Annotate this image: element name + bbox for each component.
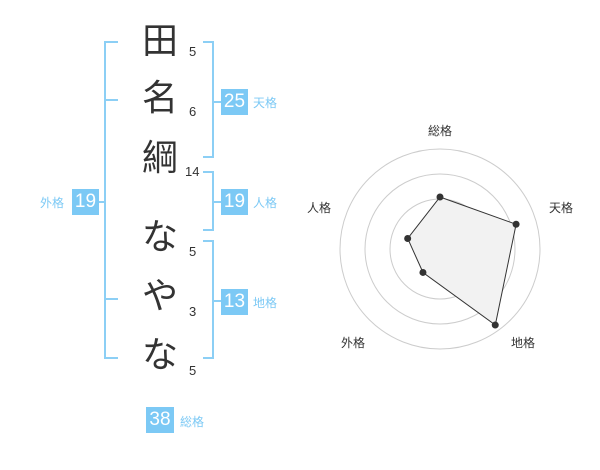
radar-ring-3 [364,173,516,325]
stroke-count-4: 5 [189,244,197,259]
chikaku-label: 地格 [253,296,278,310]
chikaku-score-box: 13 [221,289,248,315]
gaikaku-bracket-vertical [104,41,106,359]
gaikaku-bracket-tick-lower [104,298,118,300]
stroke-count-2: 6 [189,104,197,119]
radar-point-1 [512,220,520,228]
radar-axis-label-4: 人格 [307,201,332,215]
tenkaku-bracket-vertical [212,41,214,158]
stroke-count-5: 3 [189,304,197,319]
radar-ring-4 [339,148,541,350]
radar-point-2 [491,321,499,329]
stroke-count-3: 14 [185,164,200,179]
tenkaku-bracket-top [203,41,214,43]
radar-point-4 [404,234,412,242]
name-char-3: 綱 [141,138,178,179]
radar-axis-label-1: 天格 [549,201,574,215]
chikaku-bracket-bottom [203,357,214,359]
jinkaku-score-box: 19 [221,189,248,215]
soukaku-score-box: 38 [146,407,174,433]
tenkaku-connector [212,101,221,103]
gaikaku-score-box: 19 [72,189,99,215]
tenkaku-score-box: 25 [221,89,248,115]
name-char-6: な [141,335,178,376]
gaikaku-bracket-bottom [104,357,118,359]
tenkaku-label: 天格 [253,96,278,110]
gaikaku-label: 外格 [40,196,65,210]
stroke-count-6: 5 [189,363,197,378]
radar-axis-label-0: 総格 [428,124,453,138]
chikaku-bracket-top [203,240,214,242]
jinkaku-label: 人格 [253,196,278,210]
gaikaku-connector [96,201,105,203]
radar-axis-label-3: 外格 [341,336,366,350]
gaikaku-bracket-tick-upper [104,99,118,101]
name-char-1: 田 [141,21,178,62]
chikaku-bracket-vertical [212,240,214,359]
chikaku-connector [212,300,221,302]
jinkaku-bracket-top [203,171,214,173]
radar-point-3 [419,268,427,276]
radar-axis-label-2: 地格 [511,336,536,350]
name-char-2: 名 [141,78,178,119]
jinkaku-bracket-bottom [203,229,214,231]
jinkaku-connector [212,201,221,203]
name-char-5: や [141,276,178,317]
soukaku-label: 総格 [180,415,205,429]
radar-point-0 [436,193,444,201]
tenkaku-bracket-bottom [203,156,214,158]
stroke-count-1: 5 [189,44,197,59]
name-char-4: な [141,217,178,258]
gaikaku-bracket-top [104,41,118,43]
radar-area [407,196,517,326]
